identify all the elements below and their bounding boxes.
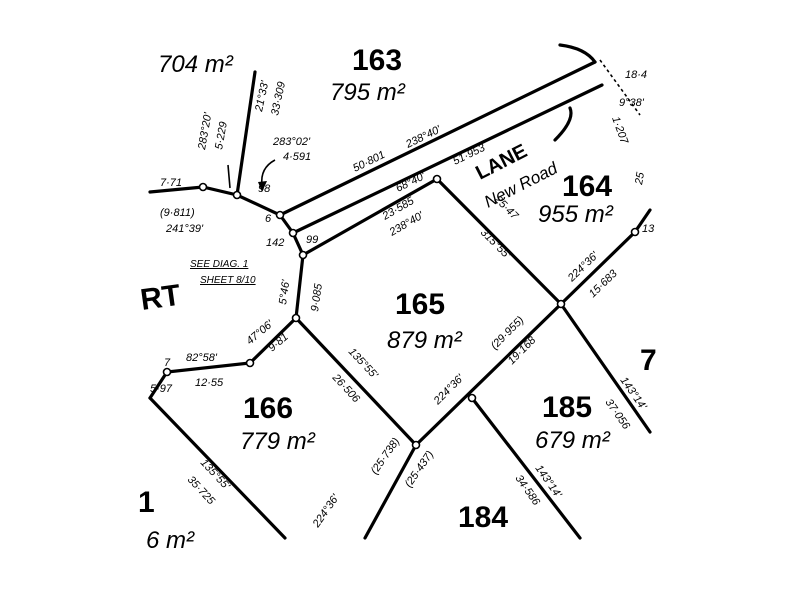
dim-label: (9·811)	[160, 207, 195, 219]
lane-arrow	[553, 106, 573, 142]
node	[298, 250, 308, 260]
lot-area-165: 879 m²	[387, 327, 463, 354]
lot-165-east-boundary	[435, 177, 563, 306]
dim-label: 241°39'	[165, 223, 204, 235]
partial-area-bottom-left: 6 m²	[146, 527, 195, 554]
lot-number-166: 166	[243, 392, 293, 425]
lane-curve	[558, 43, 597, 64]
lot-165-north-boundary	[301, 177, 439, 257]
lot-area-164: 955 m²	[538, 201, 614, 228]
lot-184-185-boundary	[470, 396, 582, 540]
dim-label: 98	[258, 183, 271, 195]
dim-label: 99	[306, 234, 318, 246]
lot-number-164: 164	[562, 170, 612, 203]
court-frontage	[148, 185, 305, 400]
node	[198, 182, 208, 192]
diagram-ref-line1: SEE DIAG. 1	[190, 259, 248, 270]
lot-164-dashed-boundary	[599, 59, 641, 116]
dim-label: 9°38'	[619, 97, 645, 109]
lot-number-163: 163	[352, 44, 402, 77]
lot-166-rear-boundary	[363, 443, 418, 540]
node	[467, 393, 477, 403]
lot-164-east-boundary	[633, 208, 652, 234]
node	[245, 358, 255, 368]
lot-number-185: 185	[542, 391, 592, 424]
partial-area-top-left: 704 m²	[158, 51, 234, 78]
partial-lot-right: 7	[640, 344, 657, 377]
dim-label: 25	[633, 171, 647, 187]
node	[288, 228, 298, 238]
partial-lot-bottom-left: 1	[138, 486, 155, 519]
dim-label: 18·4	[625, 69, 647, 81]
lot-number-184: 184	[458, 501, 508, 534]
dim-label: 12·55	[195, 377, 224, 389]
dim-label: 283°02'	[272, 136, 311, 148]
lot-area-163: 795 m²	[330, 79, 406, 106]
lot-area-166: 779 m²	[240, 428, 316, 455]
dim-label: 6	[265, 213, 272, 225]
survey-nodes	[162, 174, 640, 450]
boundary-lines	[148, 43, 652, 540]
lot-185-east-boundary	[559, 302, 652, 434]
lane-north-edge	[278, 60, 597, 217]
node	[556, 299, 566, 309]
dim-label: 7	[164, 357, 171, 369]
dim-label: 9·085	[309, 282, 325, 312]
dim-label: 4·591	[283, 151, 311, 163]
node	[630, 227, 640, 237]
dim-label: 82°58'	[186, 352, 218, 364]
lot-165-166-boundary	[294, 316, 418, 447]
dim-label: 142	[266, 237, 284, 249]
node	[162, 367, 172, 377]
street-name-fragment: RT	[138, 279, 182, 317]
dim-label: 5·97	[150, 383, 173, 395]
lot-164-south-boundary	[559, 230, 637, 306]
lot-area-185: 679 m²	[535, 427, 611, 454]
node	[232, 190, 242, 200]
dim-label: 5°46'	[277, 278, 292, 305]
lot-163-west-boundary	[235, 70, 257, 197]
node	[411, 440, 421, 450]
tie-arrow	[227, 164, 231, 189]
lot-number-165: 165	[395, 288, 445, 321]
node	[291, 313, 301, 323]
dim-label: 5·229	[213, 121, 230, 151]
lane-south-edge	[291, 83, 604, 235]
node	[432, 174, 442, 184]
diagram-ref-line2: SHEET 8/10	[200, 275, 256, 286]
pointer-arrowhead	[258, 181, 267, 192]
node	[275, 210, 285, 220]
dim-label: 13	[642, 223, 655, 235]
dim-label: 7·71	[160, 177, 182, 189]
lot-166-west-boundary	[148, 396, 287, 540]
lot-165-185-boundary	[414, 302, 563, 447]
